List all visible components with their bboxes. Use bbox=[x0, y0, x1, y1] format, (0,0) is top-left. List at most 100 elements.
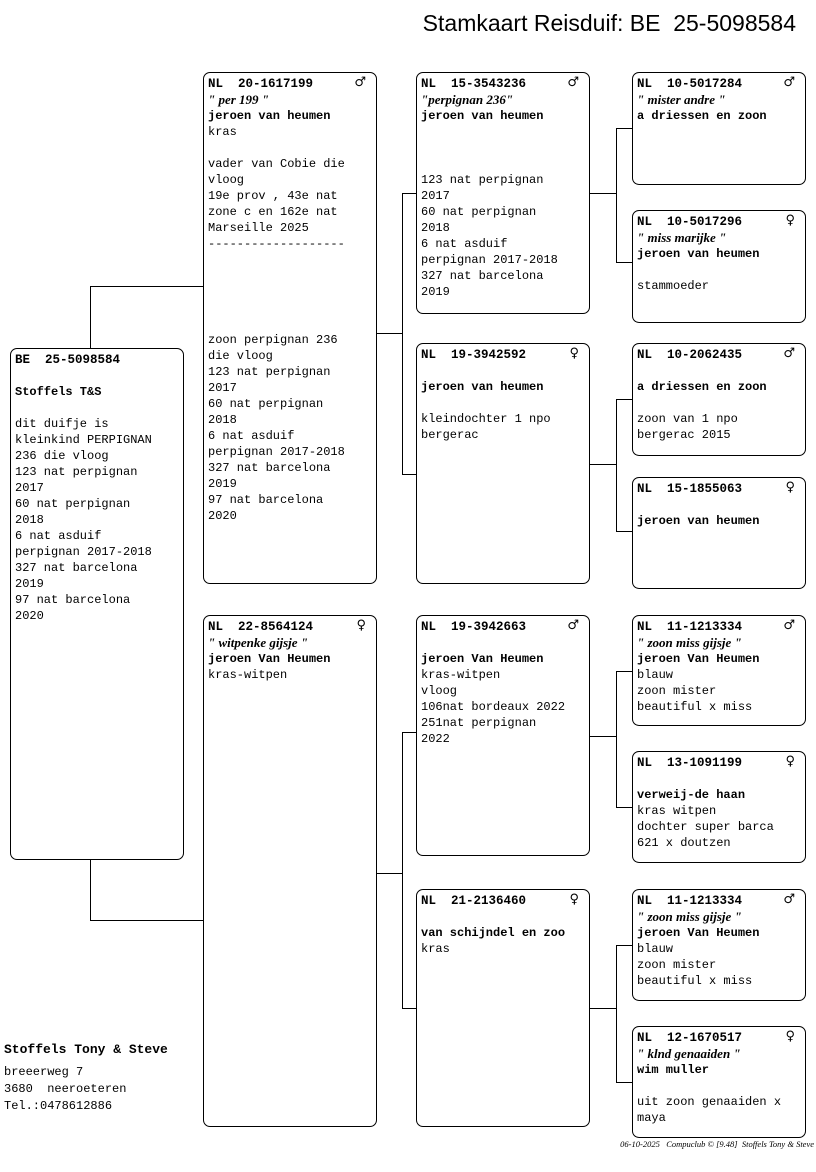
info-line: 2018 bbox=[421, 221, 450, 235]
sex-icon: ♂ bbox=[567, 75, 579, 90]
connector-line bbox=[616, 1082, 632, 1083]
sex-icon: ♀ bbox=[569, 892, 579, 907]
pigeon-card-fff: NL 10-5017284♂" mister andre "a driessen… bbox=[632, 72, 806, 185]
breeder-line: jeroen van heumen bbox=[421, 380, 544, 394]
info-line: 106nat bordeaux 2022 bbox=[421, 700, 566, 714]
ring-number: NL 20-1617199 bbox=[208, 77, 314, 91]
info-line: 6 nat asduif bbox=[15, 529, 102, 543]
info-line: 2019 bbox=[15, 577, 44, 591]
connector-line bbox=[402, 732, 403, 1008]
ring-number: NL 19-3942663 bbox=[421, 620, 527, 634]
info-line bbox=[208, 252, 376, 268]
nickname-line: " miss marijke " bbox=[637, 230, 727, 245]
info-line: 123 nat perpignan bbox=[421, 173, 544, 187]
info-line: 2022 bbox=[421, 732, 450, 746]
info-line: 251nat perpignan bbox=[421, 716, 537, 730]
info-line bbox=[421, 140, 589, 156]
breeder-line: jeroen van heumen bbox=[208, 109, 331, 123]
nickname-line: " witpenke gijsje " bbox=[208, 635, 309, 650]
info-line: vloog bbox=[208, 173, 245, 187]
connector-line bbox=[616, 671, 617, 807]
ring-number: NL 12-1670517 bbox=[637, 1031, 743, 1045]
info-line: vader van Cobie die bbox=[208, 157, 345, 171]
ring-number: NL 10-5017296 bbox=[637, 215, 743, 229]
ring-number: NL 15-1855063 bbox=[637, 482, 743, 496]
pigeon-card-father: NL 20-1617199♂" per 199 "jeroen van heum… bbox=[203, 72, 377, 584]
info-line bbox=[421, 635, 589, 651]
info-line: 2017 bbox=[208, 381, 237, 395]
info-line: 327 nat barcelona bbox=[15, 561, 138, 575]
info-line: 621 x doutzen bbox=[637, 836, 731, 850]
info-line bbox=[15, 400, 183, 416]
sex-icon: ♀ bbox=[785, 1029, 795, 1044]
owner-info: Stoffels Tony & Steve breeerweg 7 3680 n… bbox=[4, 1042, 168, 1115]
breeder-line: jeroen Van Heumen bbox=[208, 652, 331, 666]
info-line bbox=[637, 1078, 805, 1094]
info-line bbox=[421, 395, 589, 411]
pigeon-card-mmf: NL 11-1213334♂" zoon miss gijsje "jeroen… bbox=[632, 889, 806, 1001]
sex-icon: ♂ bbox=[783, 892, 795, 907]
connector-line bbox=[590, 1008, 616, 1009]
breeder-line: a driessen en zoon bbox=[637, 109, 767, 123]
info-line: dit duifje is bbox=[15, 417, 109, 431]
info-line: 2019 bbox=[421, 285, 450, 299]
info-line: 2018 bbox=[208, 413, 237, 427]
breeder-line: jeroen Van Heumen bbox=[637, 652, 760, 666]
info-line: 2018 bbox=[15, 513, 44, 527]
info-line: 19e prov , 43e nat bbox=[208, 189, 338, 203]
info-line: maya bbox=[637, 1111, 666, 1125]
ring-number: NL 22-8564124 bbox=[208, 620, 314, 634]
sex-icon: ♀ bbox=[785, 213, 795, 228]
connector-line bbox=[616, 262, 632, 263]
info-line: ------------------- bbox=[208, 237, 345, 251]
nickname-line: "perpignan 236" bbox=[421, 92, 514, 107]
info-line: 97 nat barcelona bbox=[208, 493, 324, 507]
connector-line bbox=[616, 807, 632, 808]
info-line: zone c en 162e nat bbox=[208, 205, 338, 219]
sex-icon: ♂ bbox=[567, 618, 579, 633]
breeder-line: jeroen van heumen bbox=[637, 514, 760, 528]
connector-line bbox=[616, 671, 632, 672]
info-line: zoon mister bbox=[637, 684, 717, 698]
page-title: Stamkaart Reisduif: BE 25-5098584 bbox=[422, 10, 796, 36]
info-line: 2017 bbox=[15, 481, 44, 495]
pigeon-card-mff: NL 11-1213334♂" zoon miss gijsje "jeroen… bbox=[632, 615, 806, 726]
breeder-line: van schijndel en zoo bbox=[421, 926, 566, 940]
sex-icon: ♀ bbox=[785, 754, 795, 769]
connector-line bbox=[377, 873, 402, 874]
info-line: kleinkind PERPIGNAN bbox=[15, 433, 152, 447]
sex-icon: ♂ bbox=[783, 618, 795, 633]
pigeon-card-fmm: NL 15-1855063 ♀ jeroen van heumen bbox=[632, 477, 806, 589]
info-line bbox=[421, 363, 589, 379]
info-line bbox=[637, 395, 805, 411]
nickname-line: " zoon miss gijsje " bbox=[637, 635, 742, 650]
connector-line bbox=[402, 1008, 416, 1009]
sex-icon: ♀ bbox=[785, 480, 795, 495]
nickname-line: " zoon miss gijsje " bbox=[637, 909, 742, 924]
info-line: 327 nat barcelona bbox=[421, 269, 544, 283]
info-line: 123 nat perpignan bbox=[15, 465, 138, 479]
info-line bbox=[421, 124, 589, 140]
info-line: vloog bbox=[421, 684, 458, 698]
info-line: kras-witpen bbox=[421, 668, 501, 682]
breeder-line: jeroen van heumen bbox=[637, 247, 760, 261]
info-line: 327 nat barcelona bbox=[208, 461, 331, 475]
connector-line bbox=[90, 286, 203, 287]
connector-line bbox=[616, 945, 617, 1082]
info-line: zoon perpignan 236 bbox=[208, 333, 338, 347]
info-line: perpignan 2017-2018 bbox=[208, 445, 345, 459]
info-line: 97 nat barcelona bbox=[15, 593, 131, 607]
owner-name: Stoffels Tony & Steve bbox=[4, 1042, 168, 1057]
nickname-line: " klnd genaaiden " bbox=[637, 1046, 741, 1061]
nickname-line: " mister andre " bbox=[637, 92, 726, 107]
info-line bbox=[637, 497, 805, 513]
info-line: 6 nat asduif bbox=[208, 429, 295, 443]
info-line bbox=[637, 771, 805, 787]
breeder-line: jeroen Van Heumen bbox=[421, 652, 544, 666]
sex-icon: ♂ bbox=[354, 75, 366, 90]
